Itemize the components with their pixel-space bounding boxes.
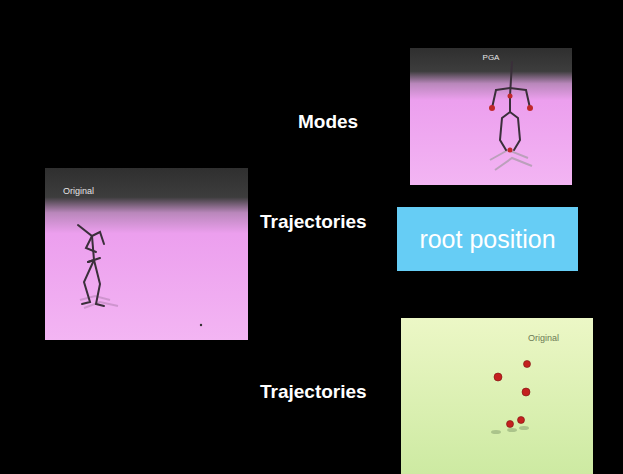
panel-caption: Original (63, 186, 230, 196)
highlight-box: root position (397, 207, 578, 271)
figure-shadow (80, 296, 118, 308)
panel-caption: PGA (410, 53, 572, 62)
trajectory-balls (494, 361, 531, 428)
marker (200, 324, 202, 326)
section-label: Trajectories (260, 381, 367, 403)
screenshot-panel: Original (45, 168, 248, 340)
panel-caption: Original (435, 333, 559, 343)
box-text: root position (419, 225, 555, 254)
stick-figure (78, 225, 104, 306)
screenshot-panel: Original (401, 318, 593, 474)
figure-shadow (490, 150, 532, 170)
screenshot-ground (410, 48, 572, 185)
stick-figure (492, 62, 530, 150)
joint-dots (489, 94, 533, 153)
section-label: Modes (298, 111, 358, 133)
screenshot-ground (45, 168, 248, 340)
screenshot-panel: PGA (406, 48, 576, 185)
section-label: Trajectories (260, 211, 367, 233)
screenshot-ground (401, 318, 593, 474)
